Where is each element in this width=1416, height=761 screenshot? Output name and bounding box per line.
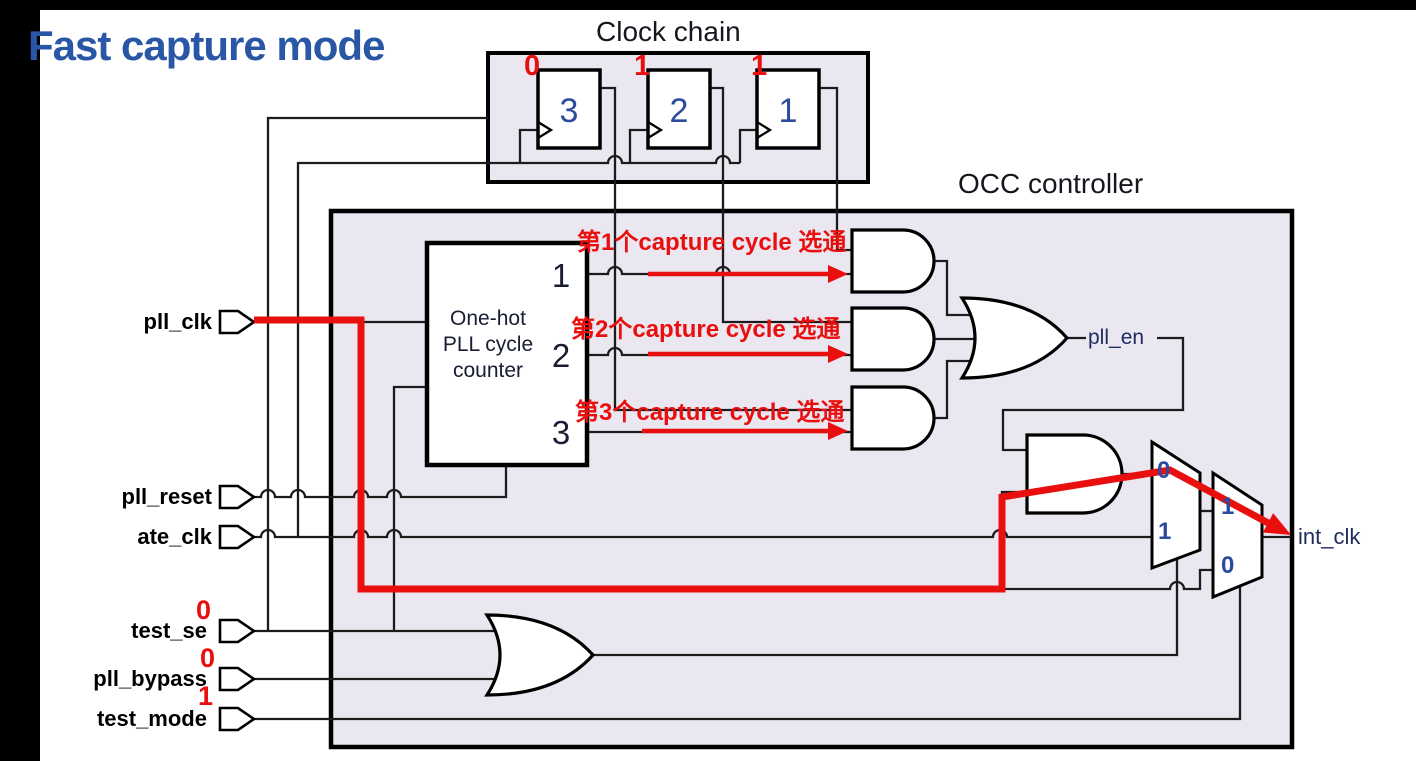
wire-ate-clk-to-chain [296,154,740,537]
and-gate-clock-gate [1025,433,1124,515]
ff1-digit: 1 [778,92,798,130]
ff1-box [755,68,821,150]
wire-ff3-out [600,86,852,412]
wire-test-mode [253,586,1242,721]
wire-pll-en-route [1001,336,1185,452]
and-gate-2 [850,306,936,372]
test-mode-value: 1 [198,681,214,711]
ff1-shift-bit: 1 [751,50,768,82]
port-label-ate-clk: ate_clk [137,524,212,549]
occ-controller-label: OCC controller [958,168,1144,199]
and-gate-3 [850,385,936,451]
wire-and1-to-or [933,259,976,317]
counter-out3-label: 3 [551,414,571,451]
page-title: Fast capture mode [28,22,385,69]
wire-and3-to-or [933,359,976,420]
red-fast-capture-path [254,316,1274,593]
red-arrowhead-capture1-icon [828,265,848,283]
pll-en-net-label: pll_en [1088,326,1145,349]
mux2-in0-label: 0 [1221,552,1235,579]
annotation-capture1: 第1个capture cycle 选通 [577,229,847,256]
counter-label-line2: PLL cycle [442,333,534,356]
port-test-se-icon [218,618,257,644]
wire-pll-reset [253,465,508,499]
counter-out2-label: 2 [551,337,571,374]
ff3-box [536,68,602,150]
ff3-clock-triangle-icon [537,121,554,139]
ff1-clock-triangle-icon [756,121,773,139]
components [218,68,1264,732]
wire-clk-stub-ff3 [518,128,538,163]
port-label-test-se: test_se [131,618,207,643]
red-arrowhead-capture3-icon [828,422,848,440]
mux1-in0-label: 0 [1157,457,1171,484]
one-hot-counter-box [424,240,590,468]
or-gate-pll-en [959,296,1070,380]
wire-clk-stub-ff1 [738,128,757,163]
counter-label-line3: counter [452,359,524,382]
red-arrowhead-int-clk-icon [1262,513,1291,535]
port-label-pll-clk: pll_clk [143,309,212,334]
wire-test-se-to-counter [392,385,427,631]
port-pll-clk-icon [218,309,257,335]
ff2-clock-triangle-icon [647,121,664,139]
port-pll-reset-icon [218,484,257,510]
mux2-in1-label: 1 [1221,493,1235,520]
left-black-bar [0,0,40,761]
port-label-pll-bypass: pll_bypass [93,666,207,691]
wire-ff1-out [819,86,852,252]
port-ate-clk-icon [218,524,257,550]
int-clk-net-label: int_clk [1298,524,1361,549]
port-pll-bypass-icon [218,666,257,692]
annotation-capture2: 第2个capture cycle 选通 [571,316,841,343]
or-gate-bypass [484,613,596,697]
wire-clk-stub-ff2 [628,128,648,163]
port-test-mode-icon [218,706,257,732]
ff3-digit: 3 [559,92,579,130]
ff2-box [646,68,712,150]
red-arrowhead-capture2-icon [828,345,848,363]
annotation-capture3: 第3个capture cycle 选通 [575,399,845,426]
ff2-digit: 2 [669,92,689,130]
wire-ff2-out [710,86,852,324]
port-label-test-mode: test_mode [96,706,207,731]
mux2 [1211,470,1264,600]
wire-ate-clk [253,528,1152,539]
clock-chain-label: Clock chain [596,16,741,47]
ff2-shift-bit: 1 [634,50,651,82]
ff3-shift-bit: 0 [524,50,541,82]
wire-counter-out2 [585,346,852,357]
red-overlay [254,265,1291,593]
counter-out1-label: 1 [551,257,571,294]
and-gate-1 [850,228,936,294]
top-black-bar [0,0,1416,10]
pll-bypass-value: 0 [200,643,216,673]
wire-or1-to-mux1-sel [592,559,1179,657]
port-label-pll-reset: pll_reset [121,484,213,509]
test-se-value: 0 [196,595,212,625]
mux1-in1-label: 1 [1158,518,1172,545]
counter-label-line1: One-hot [450,307,526,330]
wire-test-se-to-chain [266,116,488,631]
